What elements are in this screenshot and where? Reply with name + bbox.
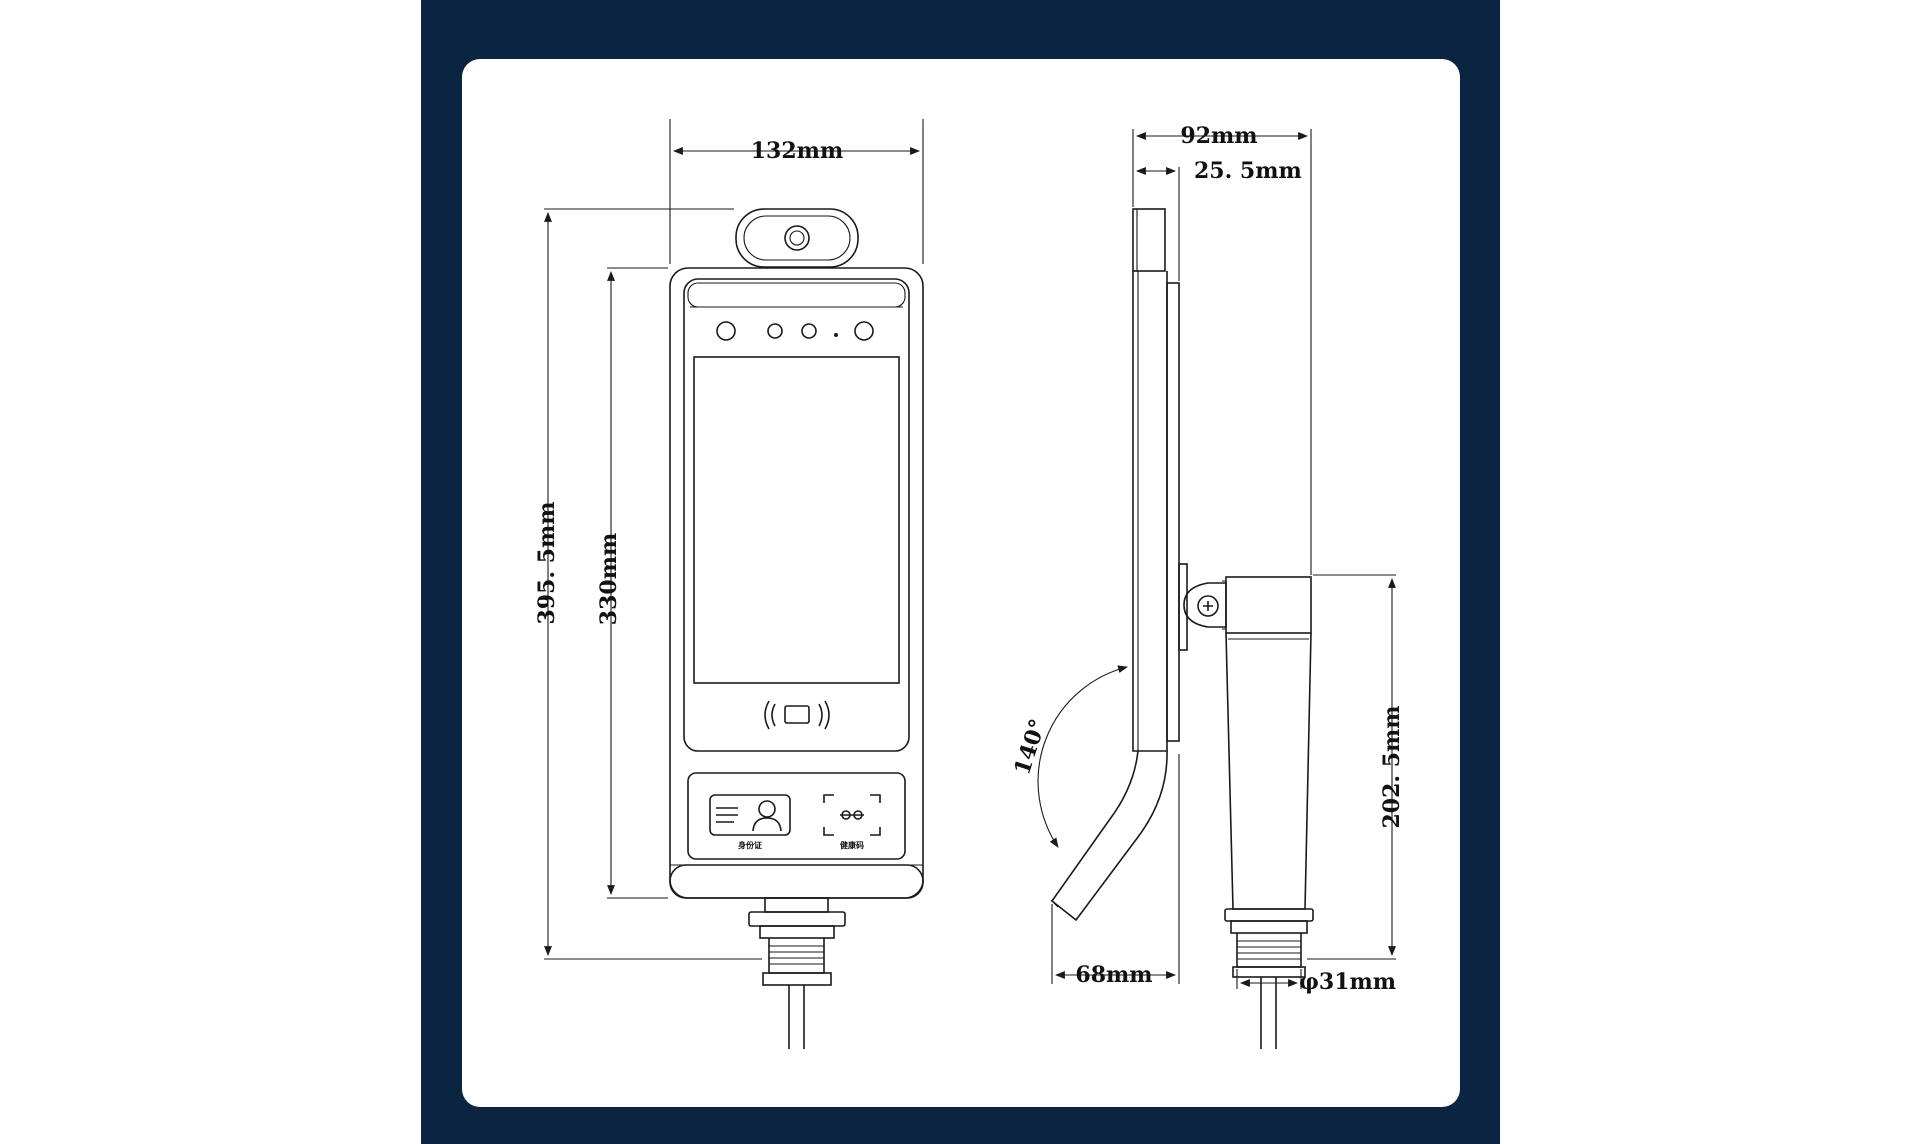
dim-thread-diameter: φ31mm — [1299, 969, 1396, 995]
qr-scan-icon — [823, 794, 881, 836]
sensor-dot-icon — [834, 333, 838, 337]
dim-bracket-offset: 68mm — [1075, 962, 1152, 988]
dim-front-width: 132mm — [751, 138, 843, 164]
technical-drawing: 身份证 健康码 132mm 395. 5mm 330 — [534, 119, 1405, 1049]
pole-base-flange — [1224, 908, 1314, 922]
cable — [788, 985, 805, 1049]
id-card-icon — [709, 794, 791, 836]
qr-label: 健康码 — [840, 840, 864, 850]
pole-flange — [764, 897, 829, 913]
sensor-icon — [854, 321, 874, 341]
side-camera-housing — [1132, 208, 1166, 272]
dim-angle: 140° — [1009, 716, 1051, 778]
pole-body — [1225, 632, 1312, 910]
sensor-icon — [801, 323, 817, 339]
sensor-icon — [767, 323, 783, 339]
screw-icon — [1197, 595, 1219, 617]
screen — [693, 356, 900, 684]
dim-pole-height: 202. 5mm — [1379, 705, 1405, 828]
tilt-arm — [1050, 750, 1168, 922]
display-bezel — [683, 278, 910, 752]
camera-lens-icon — [784, 225, 810, 251]
dim-side-depth: 92mm — [1180, 123, 1257, 149]
mount-joint — [1225, 576, 1312, 634]
camera-housing — [735, 208, 859, 268]
dim-total-height: 395. 5mm — [534, 501, 560, 624]
sensor-icon — [716, 321, 736, 341]
drawing-card: 身份证 健康码 132mm 395. 5mm 330 — [462, 59, 1460, 1107]
front-view: 身份证 健康码 — [669, 208, 924, 1049]
dim-top-depth: 25. 5mm — [1194, 158, 1302, 184]
side-cable — [1260, 977, 1277, 1049]
side-screen-edge — [1166, 282, 1180, 742]
front-dimensions: 132mm 395. 5mm 330mm — [534, 119, 924, 960]
side-view — [1050, 208, 1314, 1049]
device-body — [669, 267, 924, 899]
nfc-icon — [764, 700, 830, 730]
id-card-label: 身份证 — [738, 840, 762, 850]
side-dimensions: 92mm 25. 5mm 140° 68mm 202. 5mm φ31mm — [1009, 123, 1405, 995]
dim-body-height: 330mm — [596, 533, 622, 625]
scanner-panel — [687, 772, 906, 860]
